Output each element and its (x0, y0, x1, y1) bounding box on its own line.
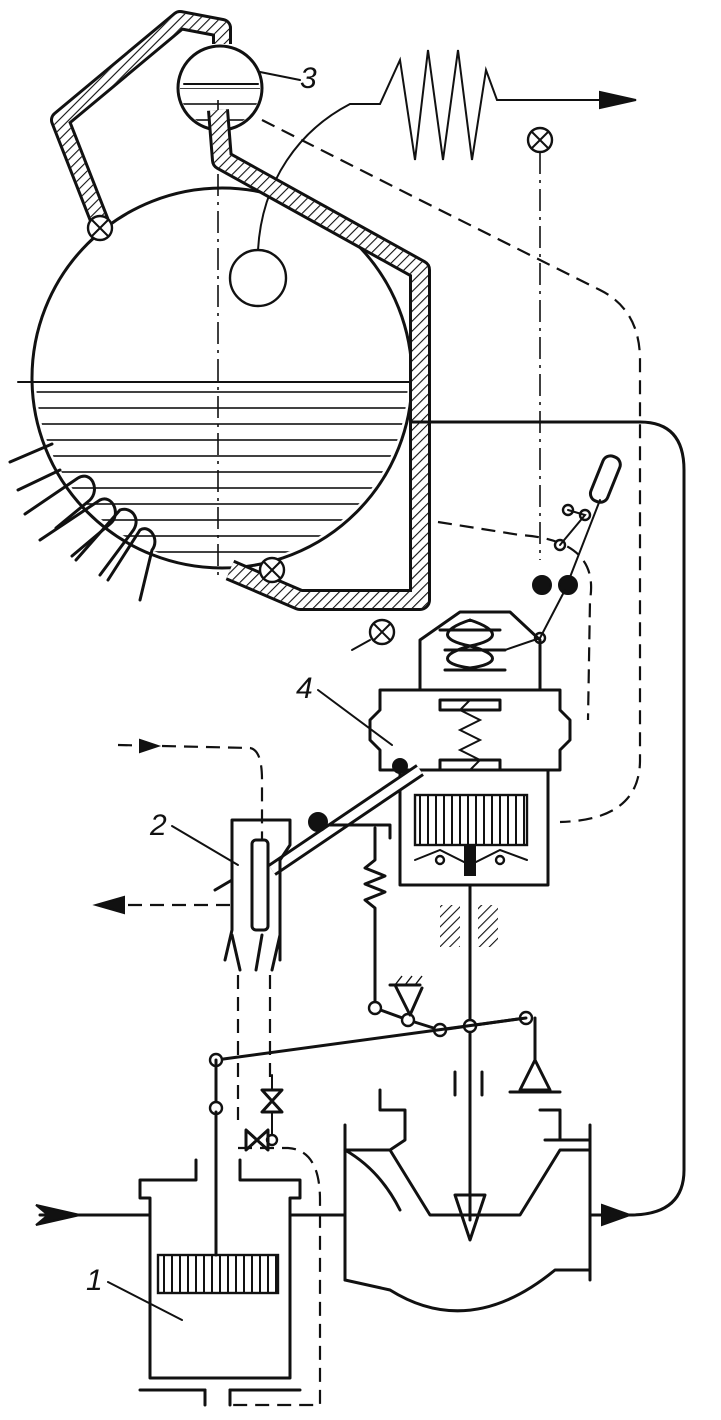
spring-lever (208, 826, 562, 1257)
heater-coil-line (257, 49, 613, 251)
label-3: 3 (300, 62, 317, 95)
boiler-drum (17, 49, 637, 575)
top-left-hatched-pipe (50, 10, 232, 242)
downcomer-tubes (8, 442, 157, 602)
return-line (410, 420, 686, 1217)
label-4: 4 (296, 672, 313, 705)
small-valves (230, 1074, 322, 1407)
element-2: 2 (92, 738, 292, 1120)
float (228, 248, 288, 308)
signal-line-separator (261, 119, 642, 824)
label-2: 2 (149, 809, 167, 842)
lever-assembly (504, 454, 622, 651)
hatched-riser-pipe (207, 109, 431, 651)
element-1: 1 (35, 1158, 347, 1407)
label-1: 1 (86, 1264, 103, 1297)
separator-vessel-3: 3 (176, 44, 317, 132)
main-valve (288, 1070, 612, 1313)
linkage-rod (268, 758, 424, 876)
regulator-4: 4 (296, 610, 572, 1222)
top-right-indicator (526, 126, 554, 560)
